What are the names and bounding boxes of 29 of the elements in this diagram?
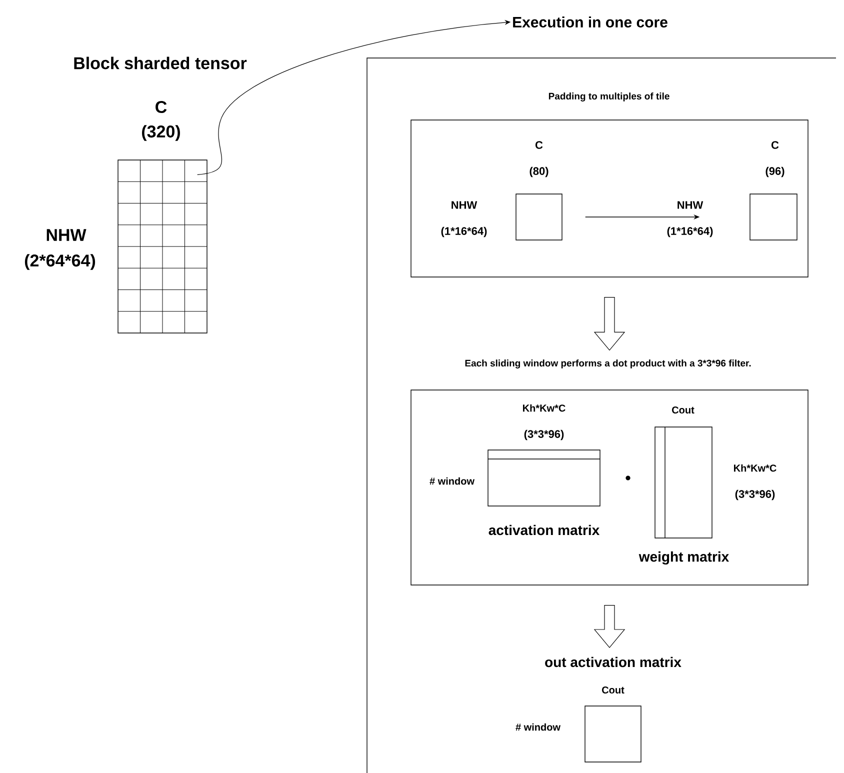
dimension-label: (1*16*64) bbox=[667, 226, 713, 238]
dimension-label: (96) bbox=[766, 166, 784, 178]
block-arrow bbox=[594, 605, 626, 648]
dimension-label: (320) bbox=[142, 125, 180, 141]
panel-title: Execution in one core bbox=[513, 16, 668, 28]
dimension-label: # window bbox=[516, 723, 561, 731]
dimension-label: (3*3*96) bbox=[524, 430, 564, 440]
dimension-label: (2*64*64) bbox=[24, 254, 96, 270]
dimension-label: (3*3*96) bbox=[735, 490, 775, 500]
dimension-label: NHW bbox=[678, 201, 704, 209]
matrix-label: activation matrix bbox=[488, 524, 600, 536]
dimension-label: # window bbox=[430, 477, 475, 485]
block-arrow bbox=[594, 297, 626, 351]
section-heading: Padding to multiples of tile bbox=[548, 92, 670, 102]
dimension-label: Cout bbox=[672, 406, 694, 414]
section-heading: Each sliding window performs a dot product with a 3*3*96 filter. bbox=[465, 360, 751, 368]
dimension-label: Kh*Kw*C bbox=[734, 464, 776, 472]
tensor-label: Block sharded tensor bbox=[74, 56, 247, 70]
dimension-label: C bbox=[535, 141, 543, 149]
dimension-label: Kh*Kw*C bbox=[523, 404, 566, 412]
dimension-label: NHW bbox=[46, 229, 86, 241]
dimension-label: Cout bbox=[602, 686, 624, 694]
matrix-label: weight matrix bbox=[638, 551, 729, 565]
dimension-label: C bbox=[156, 100, 167, 114]
dimension-label: C bbox=[771, 141, 779, 149]
dimension-label: NHW bbox=[452, 201, 478, 209]
dimension-label: (80) bbox=[530, 166, 548, 178]
matrix-label: out activation matrix bbox=[545, 656, 682, 668]
dimension-label: (1*16*64) bbox=[441, 226, 487, 238]
